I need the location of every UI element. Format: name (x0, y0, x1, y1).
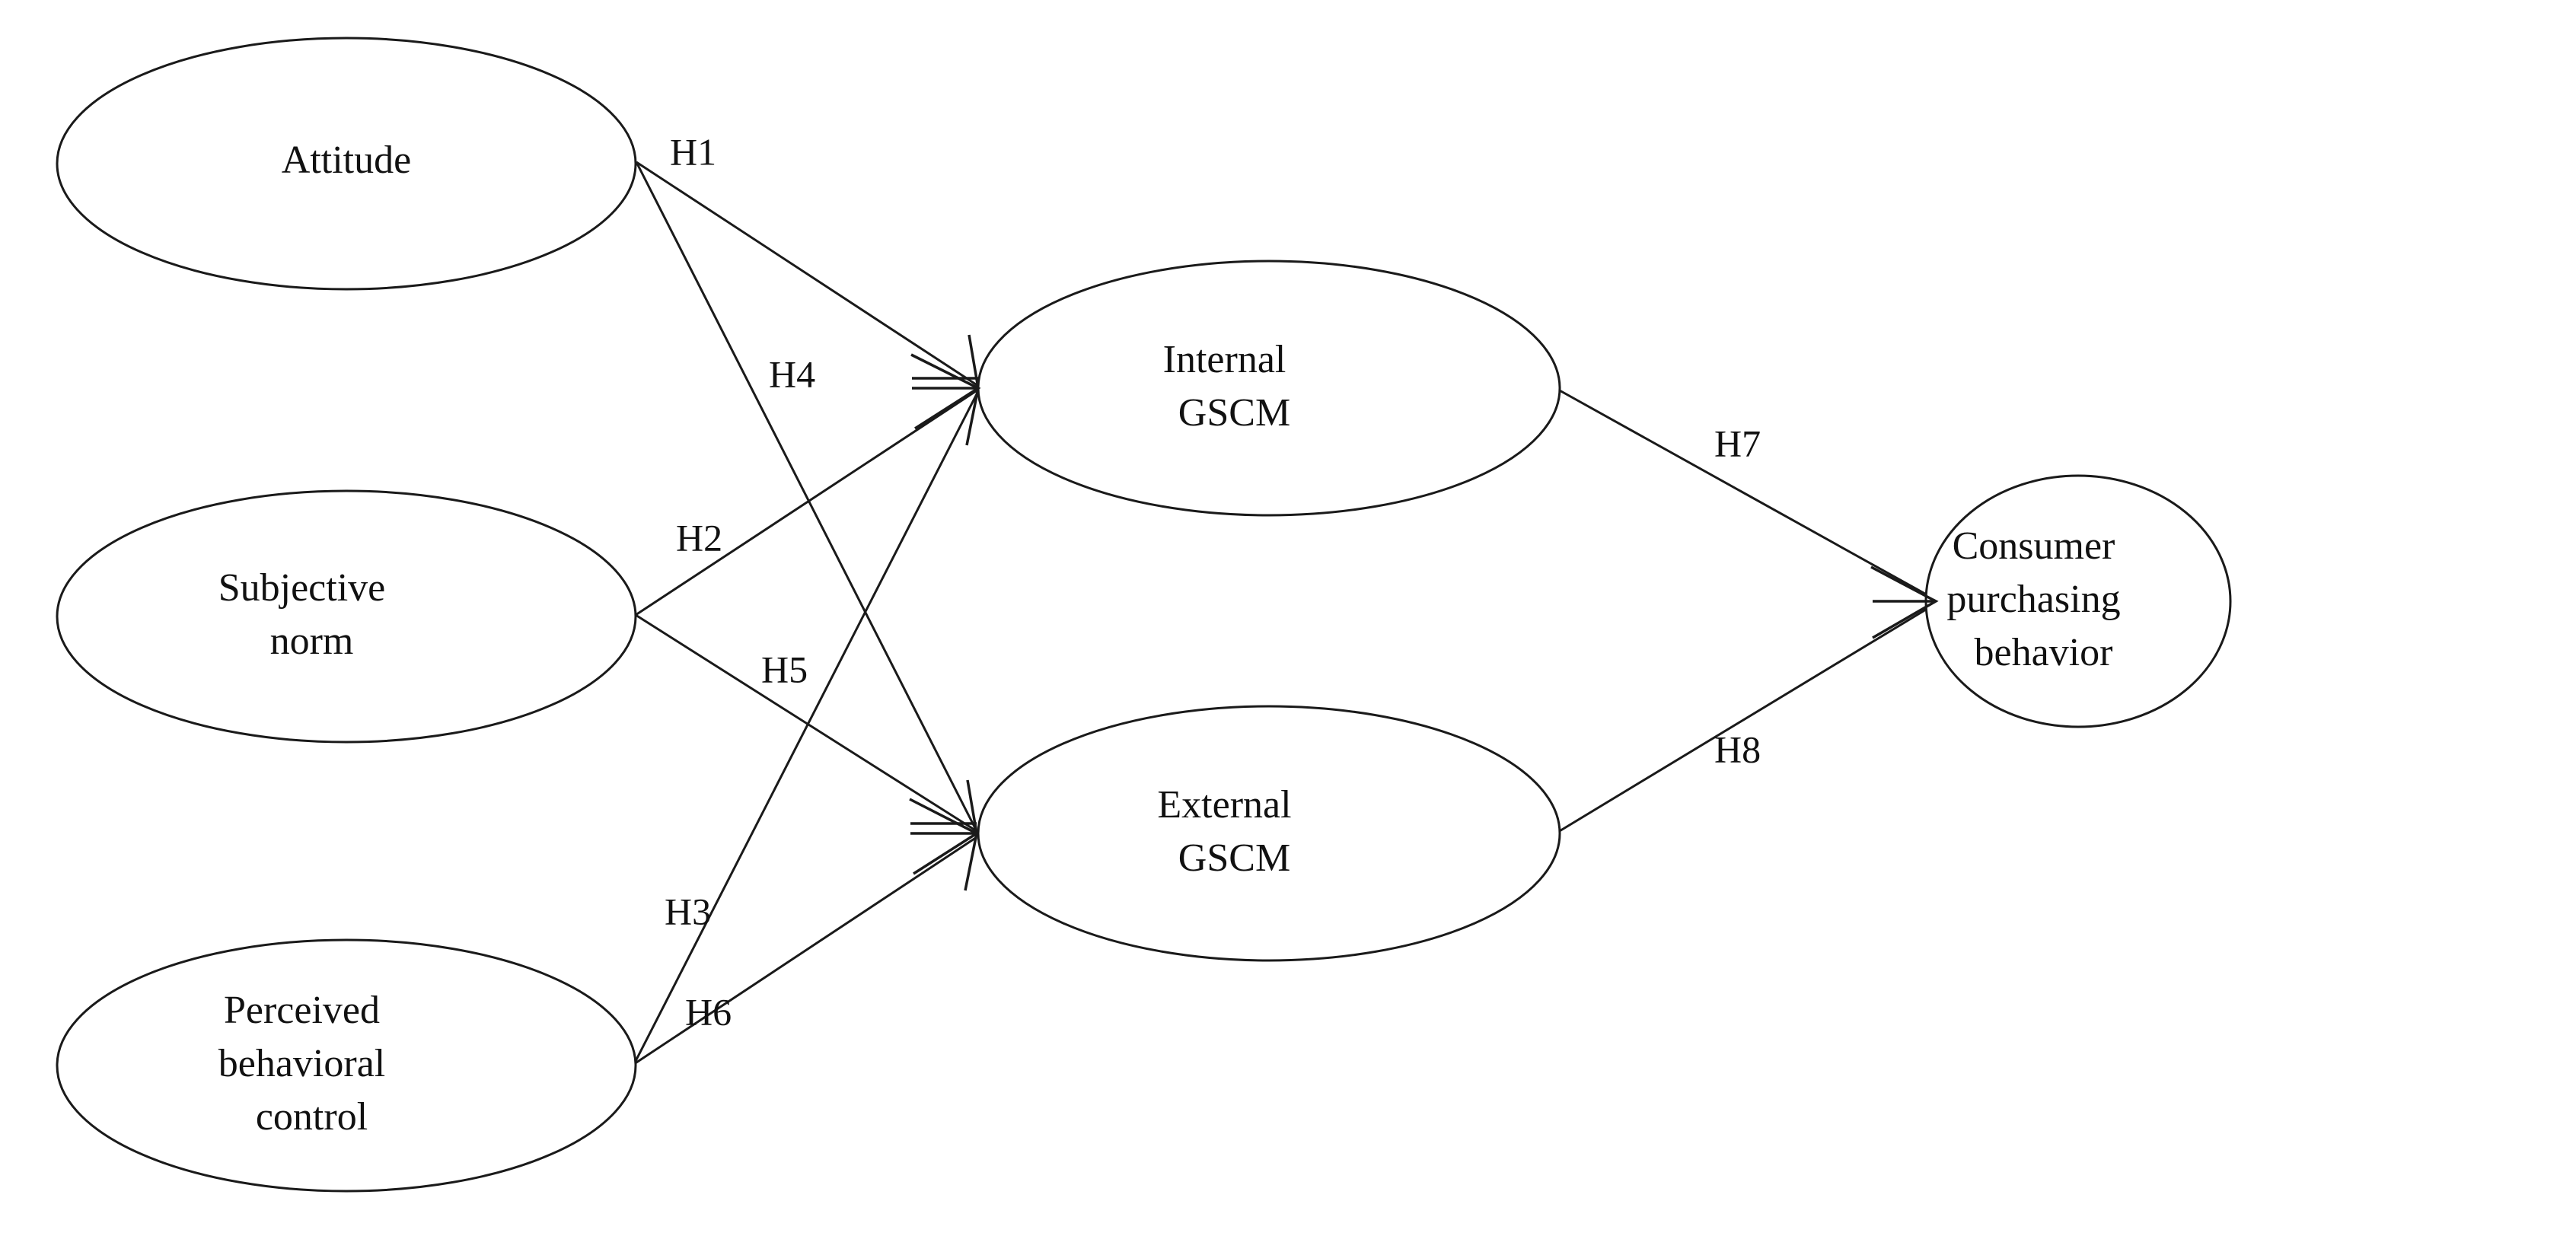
node-labels-layer: Attitude Subjective norm Perceived behav… (218, 139, 2209, 1139)
node-subjective-norm-ellipse[interactable] (56, 489, 637, 744)
edge-h3-line (633, 390, 980, 1065)
edge-label-h2: H2 (676, 516, 722, 559)
arrow-head-external-gscm-icon (909, 779, 980, 891)
edge-h7-line (1557, 388, 1937, 601)
node-attitude-ellipse[interactable] (56, 37, 637, 291)
edge-h2-line (635, 388, 979, 616)
arrow-head-internal-gscm-icon (910, 334, 981, 446)
node-attitude-label: Attitude (282, 139, 411, 182)
edge-h6-line (633, 836, 977, 1066)
edge-labels-layer: H1 H4 H2 H5 H3 H6 H7 H8 (665, 130, 1761, 1033)
edge-h5-line (635, 613, 977, 833)
node-perceived-behavioral-control-label: Perceived behavioral control (218, 989, 474, 1139)
node-internal-gscm-label: Internal GSCM (1163, 338, 1376, 435)
edge-label-h8: H8 (1714, 728, 1761, 770)
node-subjective-norm-label: Subjective norm (218, 566, 475, 663)
nodes-layer (56, 37, 2232, 1193)
node-external-gscm-label: External GSCM (1157, 783, 1380, 880)
edge-label-h3: H3 (665, 890, 711, 932)
edge-h1-line (636, 161, 979, 387)
edge-h8-line (1557, 602, 1937, 833)
arrowheads-layer (909, 334, 1939, 891)
edge-label-h7: H7 (1714, 422, 1761, 464)
edge-label-h5: H5 (761, 648, 808, 690)
edge-label-h1: H1 (670, 130, 716, 173)
edge-label-h6: H6 (685, 990, 732, 1033)
edge-label-h4: H4 (769, 352, 815, 395)
node-perceived-behavioral-control-ellipse[interactable] (56, 938, 637, 1193)
node-consumer-purchasing-behavior-label: Consumer purchasing behavior (1946, 524, 2209, 674)
arrow-head-consumer-purchasing-behavior-icon (1870, 565, 1939, 639)
edges-layer (633, 161, 1937, 1066)
edge-h4-line (635, 161, 978, 832)
